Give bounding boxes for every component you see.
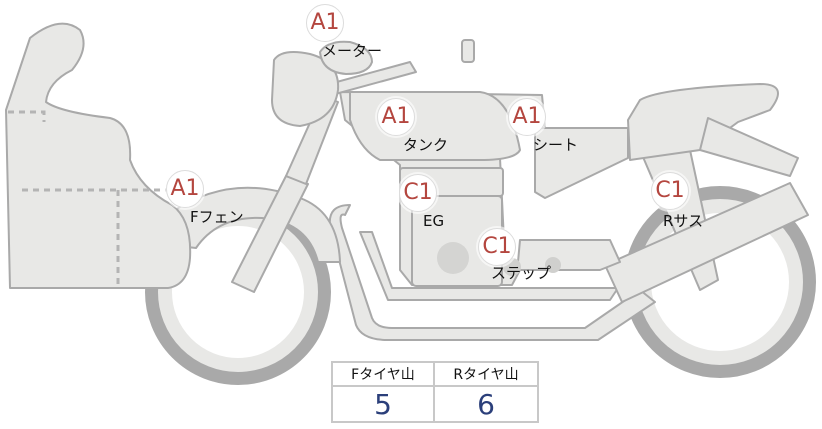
side-cover	[534, 127, 629, 199]
exhaust-pipe	[328, 204, 656, 341]
part-label-front-fender: Fフェン	[190, 208, 244, 226]
front-tyre-header: Fタイヤ山	[333, 363, 435, 387]
headlight	[271, 51, 340, 127]
tail	[699, 117, 799, 177]
part-label-tank: タンク	[403, 136, 449, 154]
part-label-rear-suspension: Rサス	[663, 212, 704, 230]
front-fork	[231, 175, 309, 293]
grade-badge-tank: A1	[377, 98, 415, 136]
seat	[627, 83, 779, 161]
grade-badge-rear-suspension: C1	[651, 172, 689, 210]
part-label-step: ステップ	[491, 264, 552, 282]
grade-badge-meter: A1	[306, 4, 344, 42]
front-cowl	[5, 22, 192, 289]
front-fender	[171, 186, 341, 263]
grade-badge-front-fender: A1	[166, 170, 204, 208]
grade-badge-seat: A1	[508, 98, 546, 136]
cowl-seam-upper	[8, 110, 46, 122]
mirror-stem	[461, 39, 475, 63]
meter	[319, 40, 373, 75]
tyre-tread-table: Fタイヤ山 Rタイヤ山 5 6	[331, 361, 539, 423]
grade-badge-step: C1	[478, 228, 516, 266]
footpeg-rear	[545, 257, 561, 273]
grade-badge-engine: C1	[399, 174, 437, 212]
front-tyre-value: 5	[333, 387, 435, 421]
engine-cover	[437, 242, 469, 274]
part-label-seat: シート	[533, 136, 579, 154]
part-label-engine: EG	[423, 212, 445, 230]
rear-tyre-header: Rタイヤ山	[435, 363, 537, 387]
rear-tyre-value: 6	[477, 387, 495, 421]
part-label-meter: メーター	[322, 42, 383, 60]
rear-suspension	[604, 182, 809, 303]
